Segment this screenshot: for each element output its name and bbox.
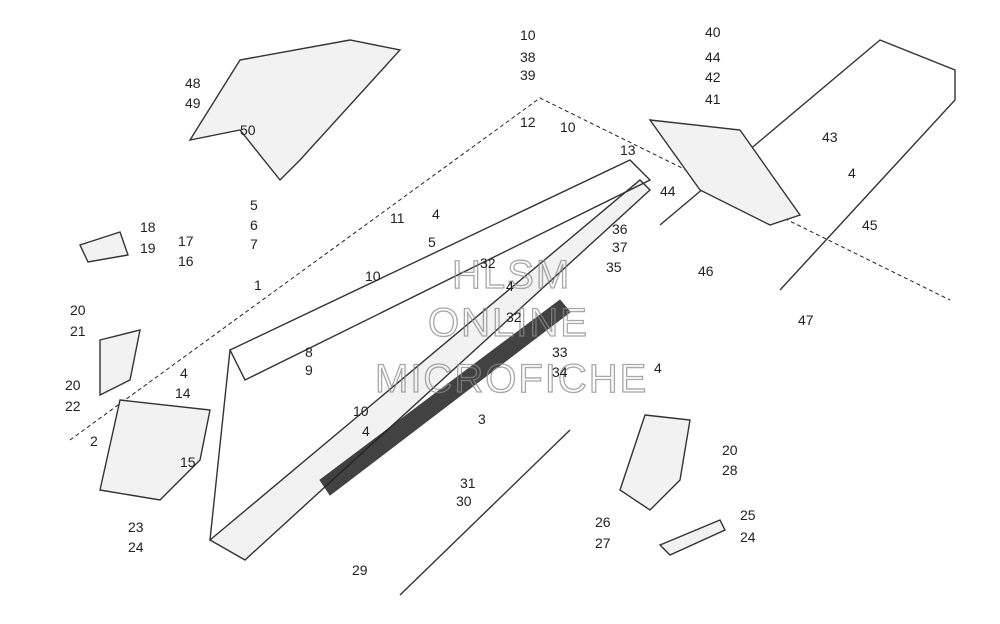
callout-label: 38: [520, 49, 536, 65]
callout-label: 5: [428, 234, 436, 250]
seat: [188, 39, 402, 182]
callout-label: 11: [390, 210, 405, 226]
callout-label: 22: [65, 398, 81, 414]
callout-label: 2: [90, 433, 98, 449]
callout-label: 33: [552, 344, 568, 360]
callout-label: 31: [460, 475, 476, 491]
callout-label: 45: [862, 217, 878, 233]
callout-label: 36: [612, 221, 628, 237]
callout-label: 48: [185, 75, 201, 91]
snowflap-assembly: [648, 119, 802, 226]
callout-label: 40: [705, 24, 721, 40]
callout-label: 47: [798, 312, 814, 328]
callout-label: 7: [250, 236, 258, 252]
cap-left: [79, 231, 129, 263]
callout-label: 20: [722, 442, 738, 458]
callout-label: 10: [365, 268, 381, 284]
callout-label: 24: [128, 539, 144, 555]
callout-label: 19: [140, 240, 156, 256]
callout-label: 44: [660, 183, 676, 199]
callout-label: 30: [456, 493, 472, 509]
svg-text:HLSM: HLSM: [452, 253, 571, 297]
callout-label: 12: [520, 114, 536, 130]
callout-label: 34: [552, 364, 568, 380]
callout-label: 20: [70, 302, 86, 318]
callout-label: 24: [740, 529, 756, 545]
callout-label: 46: [698, 263, 714, 279]
callout-label: 29: [352, 562, 368, 578]
callout-label: 17: [178, 233, 194, 249]
callout-label: 25: [740, 507, 756, 523]
callout-label: 13: [620, 142, 636, 158]
callout-label: 10: [353, 403, 369, 419]
assembly-outline: [69, 97, 951, 441]
cross-tube: [399, 429, 571, 596]
callout-label: 41: [705, 91, 721, 107]
callout-label: 49: [185, 95, 201, 111]
callout-label: 4: [848, 165, 856, 181]
bracket-left: [99, 329, 141, 397]
callout-label: 4: [506, 278, 514, 294]
watermark: HLSM ONLINE MICROFICHE: [374, 252, 648, 401]
callout-label: 23: [128, 519, 144, 535]
rear-bumper-rail: [659, 39, 956, 291]
callout-label: 32: [506, 309, 522, 325]
callout-label: 4: [432, 206, 440, 222]
callout-label: 26: [595, 514, 611, 530]
callout-label: 18: [140, 219, 156, 235]
callout-label: 32: [480, 255, 496, 271]
footrest-left: [99, 399, 211, 501]
callout-label: 4: [654, 360, 662, 376]
callout-label: 44: [705, 49, 721, 65]
callout-label: 1: [254, 277, 262, 293]
step-plate: [658, 519, 726, 556]
callout-label: 43: [822, 129, 838, 145]
footrest-right: [619, 414, 691, 511]
callout-label: 28: [722, 462, 738, 478]
callout-label: 15: [180, 454, 196, 470]
svg-text:MICROFICHE: MICROFICHE: [375, 357, 648, 401]
callout-label: 42: [705, 69, 721, 85]
callout-label: 8: [305, 344, 313, 360]
callout-label: 4: [362, 423, 370, 439]
callout-label: 3: [478, 411, 486, 427]
callout-label: 27: [595, 535, 611, 551]
callout-label: 39: [520, 67, 536, 83]
callout-label: 14: [175, 385, 191, 401]
callout-label: 5: [250, 197, 258, 213]
callout-label: 4: [180, 365, 188, 381]
callout-label: 6: [250, 217, 258, 233]
callout-label: 35: [606, 259, 622, 275]
callout-label: 16: [178, 253, 194, 269]
tunnel-frame: [208, 159, 652, 561]
callout-label: 50: [240, 122, 256, 138]
callout-label: 10: [520, 27, 536, 43]
svg-text:ONLINE: ONLINE: [428, 301, 589, 345]
callout-label: 37: [612, 239, 628, 255]
callout-label: 9: [305, 362, 313, 378]
callout-label: 10: [560, 119, 576, 135]
callout-label: 21: [70, 323, 86, 339]
callout-label: 20: [65, 377, 81, 393]
